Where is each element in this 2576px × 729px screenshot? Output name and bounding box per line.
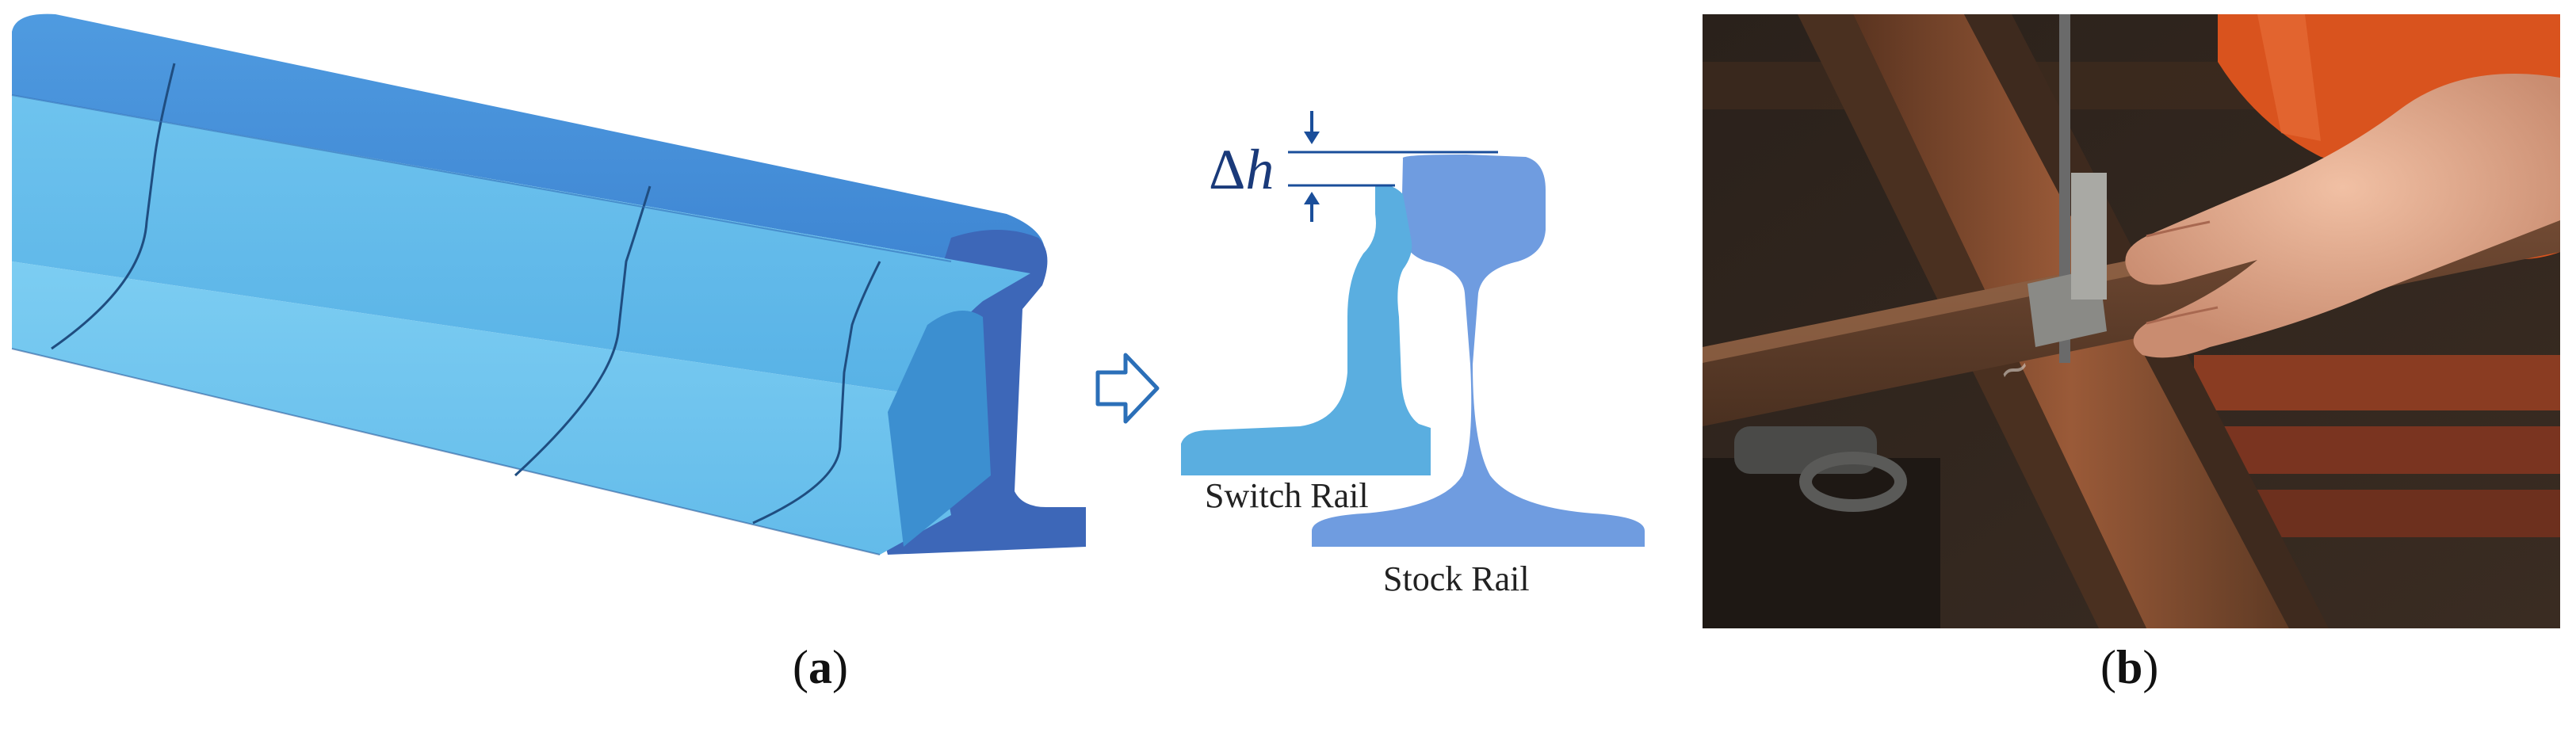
stock-rail-label: Stock Rail bbox=[1383, 559, 1530, 598]
stock-rail-head bbox=[12, 13, 1045, 274]
caption-b: (b) bbox=[2100, 641, 2159, 693]
rail-diagram-svg: Δh Switch Rail Stock Rail bbox=[11, 13, 1645, 598]
panel-a-rail-diagram: Δh Switch Rail Stock Rail bbox=[11, 13, 1645, 598]
transition-arrow-icon bbox=[1095, 353, 1160, 424]
delta-h-label: Δh bbox=[1209, 138, 1274, 201]
switch-rail-foot bbox=[12, 261, 951, 555]
measurement-photo-illustration: ~ bbox=[1703, 14, 2560, 628]
stock-rail-cross-section bbox=[1312, 155, 1645, 547]
caption-a: (a) bbox=[793, 641, 848, 693]
switch-rail-side-upper bbox=[12, 95, 1030, 396]
switch-rail-cut-face bbox=[888, 311, 991, 547]
panel-b-measurement-photo: ~ bbox=[1703, 14, 2560, 628]
switch-rail-cross-section bbox=[1181, 184, 1431, 475]
rail-3d-model bbox=[11, 13, 1086, 555]
delta-h-dimension: Δh bbox=[1209, 111, 1498, 222]
switch-rail-label: Switch Rail bbox=[1205, 476, 1369, 515]
